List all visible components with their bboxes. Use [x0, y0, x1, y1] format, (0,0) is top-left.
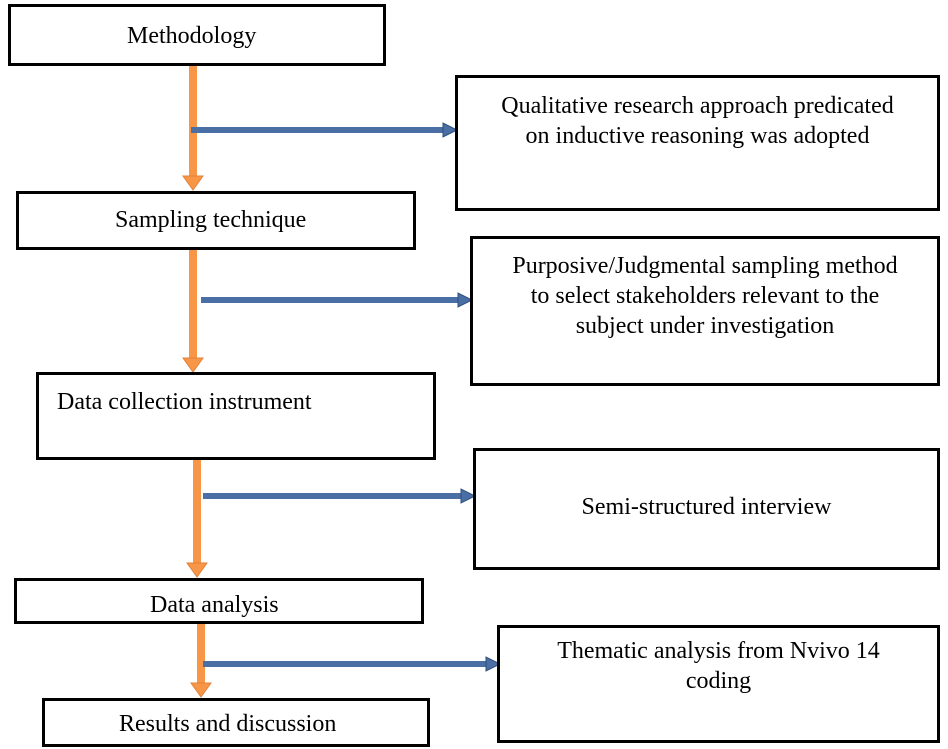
- step-box-sampling-technique: Sampling technique: [16, 191, 416, 250]
- step-box-data-analysis: Data analysis: [14, 578, 424, 624]
- detail-box-research-approach: Qualitative research approach predicated…: [455, 75, 940, 211]
- detail-box-interview: Semi-structured interview: [473, 448, 940, 570]
- flow-arrow-4: [190, 624, 212, 698]
- step-label: Data analysis: [150, 592, 279, 618]
- detail-text: Purposive/Judgmental sampling method to …: [512, 253, 898, 339]
- flow-arrow-3: [186, 460, 208, 578]
- link-arrow-4: [203, 656, 502, 672]
- link-arrow-1: [191, 122, 459, 138]
- step-box-data-collection-instrument: Data collection instrument: [36, 372, 436, 460]
- step-label: Sampling technique: [115, 207, 307, 233]
- detail-text: Semi-structured interview: [581, 494, 832, 520]
- flow-arrow-1: [182, 66, 204, 191]
- step-box-methodology: Methodology: [8, 4, 386, 66]
- flow-arrow-2: [182, 250, 204, 373]
- step-label: Results and discussion: [119, 711, 337, 737]
- link-arrow-2: [201, 292, 474, 308]
- step-box-results-and-discussion: Results and discussion: [42, 698, 430, 747]
- step-label: Data collection instrument: [57, 389, 312, 415]
- link-arrow-3: [203, 488, 477, 504]
- detail-text: Thematic analysis from Nvivo 14 coding: [557, 638, 880, 694]
- step-label: Methodology: [127, 23, 257, 49]
- detail-box-thematic-analysis: Thematic analysis from Nvivo 14 coding: [497, 625, 940, 743]
- detail-box-sampling-method: Purposive/Judgmental sampling method to …: [470, 236, 940, 386]
- detail-text: Qualitative research approach predicated…: [501, 93, 894, 149]
